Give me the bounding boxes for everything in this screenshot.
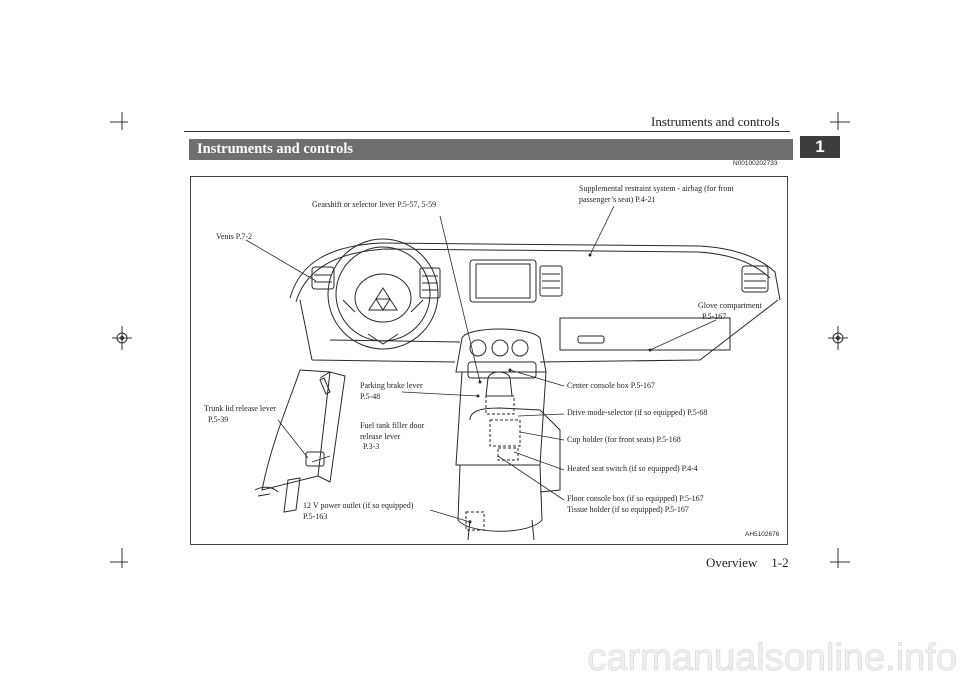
callout-heated-seat: Heated seat switch (if so equipped) P.4-… — [567, 464, 698, 473]
header-rule — [184, 131, 790, 132]
callout-parking-line1: Parking brake lever — [360, 381, 423, 390]
callout-fuel-line3: P.3-3 — [363, 442, 380, 451]
callout-floor-line1: Floor console box (if so equipped) P.5-1… — [567, 494, 704, 503]
callout-floor-line2: Tissue holder (if so equipped) P.5-167 — [567, 504, 689, 514]
callout-trunk-line1: Trunk lid release lever — [204, 404, 276, 413]
watermark: carmanualsonline.info — [587, 637, 957, 679]
figure-frame — [190, 176, 788, 545]
callout-fuel-line1: Fuel tank filler door — [360, 421, 425, 430]
callout-power-outlet: 12 V power outlet (if so equipped) P.5-1… — [303, 501, 413, 522]
footer-page-number: 1-2 — [771, 555, 789, 570]
callout-drive-mode: Drive mode-selector (if so equipped) P.5… — [567, 408, 708, 417]
callout-power-line2: P.5-163 — [303, 511, 328, 521]
callout-gearshift: Gearshift or selector lever P.5-57, 5-59 — [312, 200, 437, 209]
callout-cup-holder: Cup holder (for front seats) P.5-168 — [567, 435, 681, 444]
callout-fuel-door: Fuel tank filler door release lever P.3-… — [360, 421, 424, 453]
callout-center-console: Center console box P.5-167 — [567, 381, 655, 390]
section-title-bar: Instruments and controls — [189, 139, 793, 160]
running-header-title: Instruments and controls — [651, 114, 780, 129]
callout-power-line1: 12 V power outlet (if so equipped) — [303, 501, 414, 510]
page-footer: Overview 1-2 — [706, 555, 789, 571]
callout-glove-line1: Glove compartment — [698, 301, 762, 310]
watermark-text: carmanualsonline.info — [587, 637, 957, 679]
callout-trunk-lid: Trunk lid release lever P.5-39 — [204, 404, 276, 425]
dashboard-illustration — [245, 205, 781, 541]
callout-srs-line1: Supplemental restraint system - airbag (… — [579, 184, 734, 193]
callout-fuel-line2: release lever — [360, 431, 401, 441]
chapter-tab: 1 — [800, 136, 840, 158]
callout-parking-line2: P.5-48 — [360, 391, 381, 401]
figure-id: AH5102676 — [745, 531, 780, 538]
callout-vents: Vents P.7-2 — [216, 232, 253, 241]
callout-parking-brake: Parking brake lever P.5-48 — [360, 381, 423, 402]
callout-floor-console: Floor console box (if so equipped) P.5-1… — [567, 494, 704, 515]
callout-glove-line2: P.5-167 — [702, 311, 727, 321]
footer-section-name: Overview — [706, 555, 758, 570]
callout-glove-compartment: Glove compartment P.5-167 — [698, 301, 762, 322]
document-id: N00100202733 — [733, 160, 778, 167]
callout-trunk-line2: P.5-39 — [208, 414, 229, 424]
callout-srs-airbag: Supplemental restraint system - airbag (… — [579, 184, 734, 205]
callout-srs-line2: passenger’s seat) P.4-21 — [579, 194, 656, 204]
